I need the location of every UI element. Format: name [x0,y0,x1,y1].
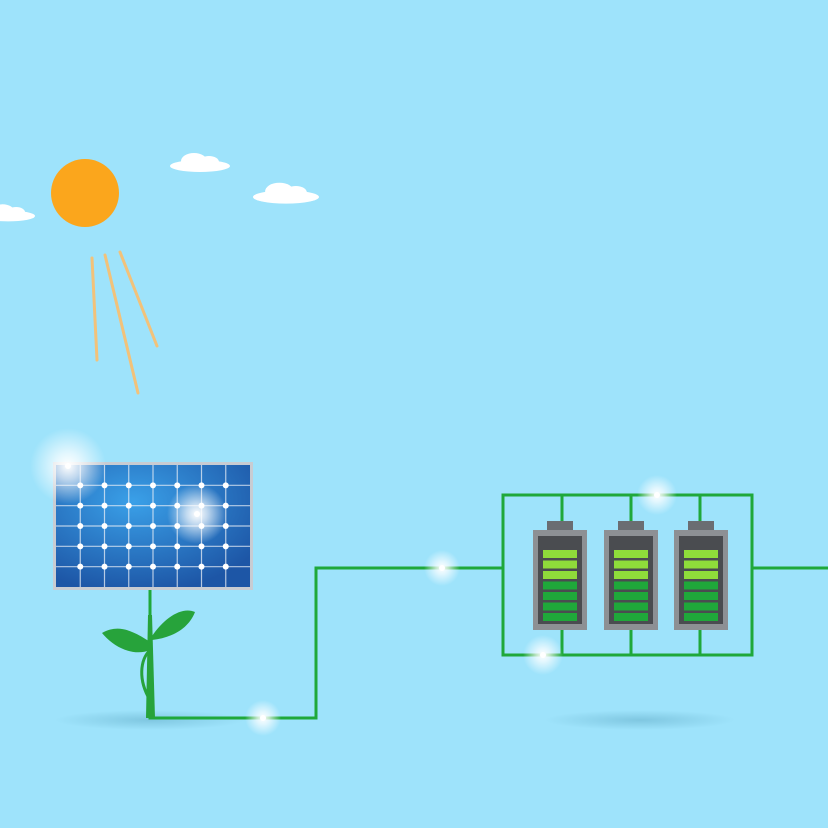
panel-cell-dot [174,482,181,489]
panel-cell-dot [198,543,205,550]
panel-cell-dot [150,563,156,570]
battery-charge-bar [684,571,718,579]
battery-terminal [688,521,714,531]
clouds [0,153,319,222]
panel-cell-dot [101,502,108,509]
battery-icon [604,521,658,630]
sun-icon [51,159,119,227]
panel-cell-dot [150,523,156,529]
battery-charge-bar [614,602,648,611]
battery-charge-bar [543,571,577,579]
battery-charge-bar [614,592,648,600]
spark-core [260,715,266,721]
sun-ray [103,253,140,395]
cloud-icon [0,204,35,222]
spark-core [540,652,546,658]
battery-charge-bar [614,550,648,558]
panel-cell-dot [101,523,108,529]
sun-ray [90,256,99,362]
battery-terminal [547,521,573,531]
battery-charge-bar [614,560,648,569]
panel-cell-dot [222,482,229,489]
panel-cell-dot [101,543,108,550]
battery-charge-bar [543,581,577,590]
panel-cell-dot [77,502,84,509]
battery-charge-bar [614,613,648,621]
panel-cell-dot [150,482,156,489]
battery-charge-bar [543,602,577,611]
panel-cell-dot [77,543,84,550]
battery-inner [609,536,653,624]
panel-cell-dot [125,543,132,550]
panel-cell-dot [77,563,84,570]
battery-charge-bar [684,613,718,621]
panel-cell-dot [125,523,132,529]
panel-cell-dot [174,563,181,570]
panel-cell-dot [174,543,181,550]
battery-charge-bar [543,560,577,569]
panel-cell-dot [222,563,229,570]
panel-cell-dot [77,523,84,529]
sun-rays [90,250,159,395]
panel-cell-dot [150,543,156,550]
spark-core [65,463,71,469]
spark-glows [30,428,677,736]
battery-charge-bar [684,581,718,590]
battery-icon [674,521,728,630]
battery-charge-bar [684,560,718,569]
battery-inner [679,536,723,624]
battery-charge-bar [614,571,648,579]
panel-cell-dot [125,502,132,509]
battery-charge-bar [684,602,718,611]
battery-shadow [545,710,735,730]
panel-cell-dot [150,502,156,509]
battery-charge-bar [543,550,577,558]
plant-shadow [55,710,245,730]
plant-stem [146,615,155,718]
spark-core [654,492,660,498]
battery-terminal [618,521,644,531]
battery-charge-bar [684,592,718,600]
battery-charge-bar [543,613,577,621]
battery-icon [533,521,587,630]
battery-charge-bar [684,550,718,558]
panel-cell-dot [125,563,132,570]
cloud-icon [170,153,230,172]
battery-charge-bar [543,592,577,600]
cloud-icon [253,182,319,204]
power-wires [148,493,828,720]
panel-cell-dot [198,563,205,570]
plant-vein [140,648,152,701]
panel-cell-dot [101,482,108,489]
wire-battery-loop [501,493,754,657]
battery-bank [533,521,728,630]
plant-leaf-left [102,628,150,653]
spark-core [439,565,445,571]
panel-cell-dot [222,543,229,550]
panel-cell-dot [125,482,132,489]
battery-inner [538,536,582,624]
panel-cell-dot [101,563,108,570]
sun-ray [118,250,159,348]
plant-sprout-icon [102,610,195,718]
plant-leaf-right [152,610,195,640]
spark-core [194,511,200,517]
battery-charge-bar [614,581,648,590]
